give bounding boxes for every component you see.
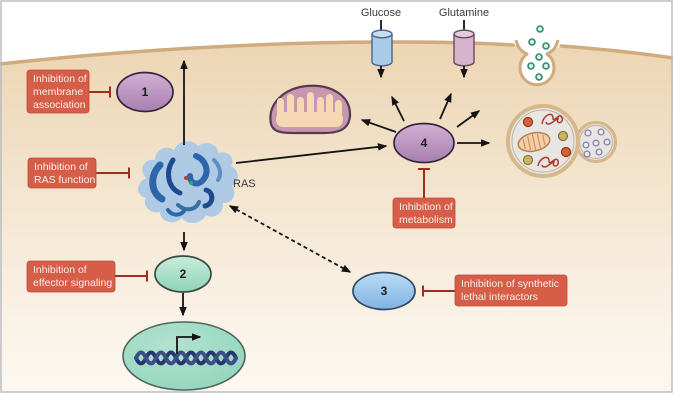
- ras-protein: [138, 141, 238, 224]
- cargo-debris-icon: [522, 113, 572, 168]
- inhibition-annotations: Inhibition of membrane association Inhib…: [26, 69, 568, 307]
- box-line: Inhibition of: [34, 161, 88, 173]
- arrow-node4-to-glutamine: [439, 92, 452, 120]
- cristae-icon: [276, 92, 343, 127]
- cargo-dots-icon: [527, 25, 550, 81]
- node-1-number: 1: [142, 85, 149, 99]
- inhibition-box-metabolism: Inhibition of metabolism: [392, 197, 456, 229]
- pathway-nodes: 1 2 3 4: [116, 71, 455, 311]
- arrow-node4-to-mitochondrion: [360, 119, 397, 133]
- tbar-effector-signaling: [115, 270, 148, 282]
- transcription-arrow: [176, 333, 202, 354]
- box-line: Inhibition of: [33, 264, 87, 276]
- tbar-ras-function: [96, 167, 130, 179]
- pathway-arrows: [179, 59, 491, 317]
- channel-cylinder-icon: [453, 34, 475, 67]
- inhibition-box-effector-signaling: Inhibition of effector signaling: [26, 260, 116, 293]
- arrow-ras-to-node4: [235, 143, 388, 164]
- macropinocytosis-vesicle: [514, 25, 560, 87]
- inhibition-box-ras-function: Inhibition of RAS function: [27, 157, 97, 189]
- box-line: RAS function: [34, 174, 95, 186]
- engulfed-mitochondrion-icon: [517, 131, 551, 153]
- autophagosome: [506, 104, 618, 178]
- dashed-arrow-ras-node3: [228, 205, 352, 273]
- box-line: metabolism: [399, 214, 453, 226]
- glucose-label: Glucose: [361, 7, 401, 19]
- arrow-node4-to-glucose: [391, 95, 405, 122]
- box-line: membrane: [33, 86, 83, 98]
- node-3: [352, 271, 416, 311]
- arrow-node4-up-right: [456, 110, 481, 128]
- node-4: [393, 122, 455, 164]
- vesicle-cup-icon: [514, 39, 560, 87]
- box-line: lethal interactors: [461, 291, 538, 303]
- glucose-transporter: [371, 20, 393, 79]
- node-3-number: 3: [381, 284, 388, 298]
- box-line: Inhibition of: [33, 73, 87, 85]
- ras-label: RAS: [233, 178, 256, 190]
- glutamine-transporter: [453, 20, 475, 79]
- tbar-synthetic-lethal: [422, 285, 455, 297]
- box-line: effector signaling: [33, 277, 112, 289]
- nucleus: [122, 321, 246, 391]
- inhibition-box-membrane-association: Inhibition of membrane association: [26, 69, 90, 114]
- tbar-metabolism: [418, 168, 430, 198]
- glutamine-label: Glutamine: [439, 7, 489, 19]
- box-line: association: [33, 99, 86, 111]
- mitochondrion: [269, 84, 352, 135]
- inhibition-box-synthetic-lethal: Inhibition of synthetic lethal interacto…: [454, 274, 568, 307]
- tbar-membrane-association: [89, 86, 111, 98]
- inhibition-tbars: [89, 86, 455, 297]
- node-1: [116, 71, 174, 113]
- node-2-number: 2: [180, 267, 187, 281]
- box-line: Inhibition of synthetic: [461, 278, 559, 290]
- lysosome-dots-icon: [582, 128, 611, 158]
- node-2: [154, 255, 212, 293]
- box-line: Inhibition of: [399, 201, 453, 213]
- dna-helix: [134, 350, 238, 366]
- channel-cylinder-icon: [371, 34, 393, 67]
- node-4-number: 4: [421, 136, 428, 150]
